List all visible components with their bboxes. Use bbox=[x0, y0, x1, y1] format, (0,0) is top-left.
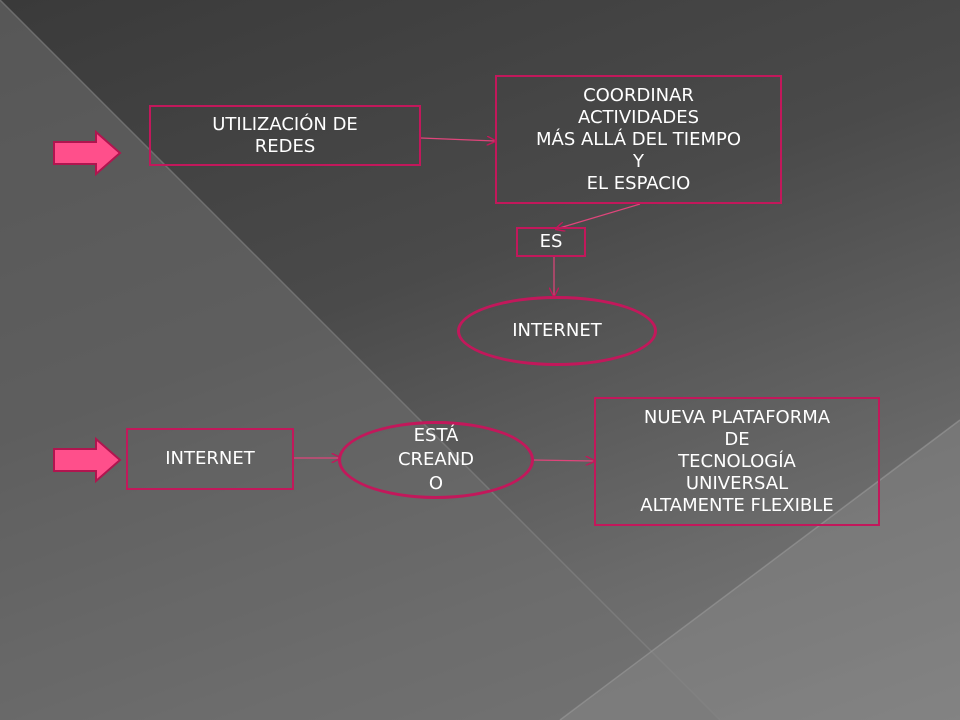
node-nueva-plataforma-label: NUEVA PLATAFORMA DE TECNOLOGÍA UNIVERSAL… bbox=[640, 406, 834, 516]
link-utilizacion-coordinar bbox=[420, 138, 495, 141]
node-coordinar-actividades: COORDINAR ACTIVIDADES MÁS ALLÁ DEL TIEMP… bbox=[495, 75, 782, 204]
node-internet-bottom-label: INTERNET bbox=[165, 448, 255, 469]
link-esta-plataforma bbox=[531, 460, 594, 461]
node-internet-bottom: INTERNET bbox=[126, 428, 294, 490]
node-esta-creando-label: ESTÁ CREAND O bbox=[397, 425, 475, 494]
node-utilizacion-label: UTILIZACIÓN DE REDES bbox=[212, 113, 358, 157]
node-internet-top-label: INTERNET bbox=[512, 320, 602, 341]
node-es: ES bbox=[516, 227, 586, 257]
node-esta-creando: ESTÁ CREAND O bbox=[338, 421, 534, 499]
right-arrow-icon bbox=[53, 437, 122, 483]
node-utilizacion-de-redes: UTILIZACIÓN DE REDES bbox=[149, 105, 421, 166]
link-coordinar-es bbox=[556, 203, 641, 229]
node-es-label: ES bbox=[539, 231, 563, 252]
node-nueva-plataforma: NUEVA PLATAFORMA DE TECNOLOGÍA UNIVERSAL… bbox=[594, 397, 880, 526]
right-arrow-icon bbox=[53, 130, 122, 176]
node-internet-top: INTERNET bbox=[457, 296, 657, 366]
node-coordinar-label: COORDINAR ACTIVIDADES MÁS ALLÁ DEL TIEMP… bbox=[535, 84, 742, 194]
